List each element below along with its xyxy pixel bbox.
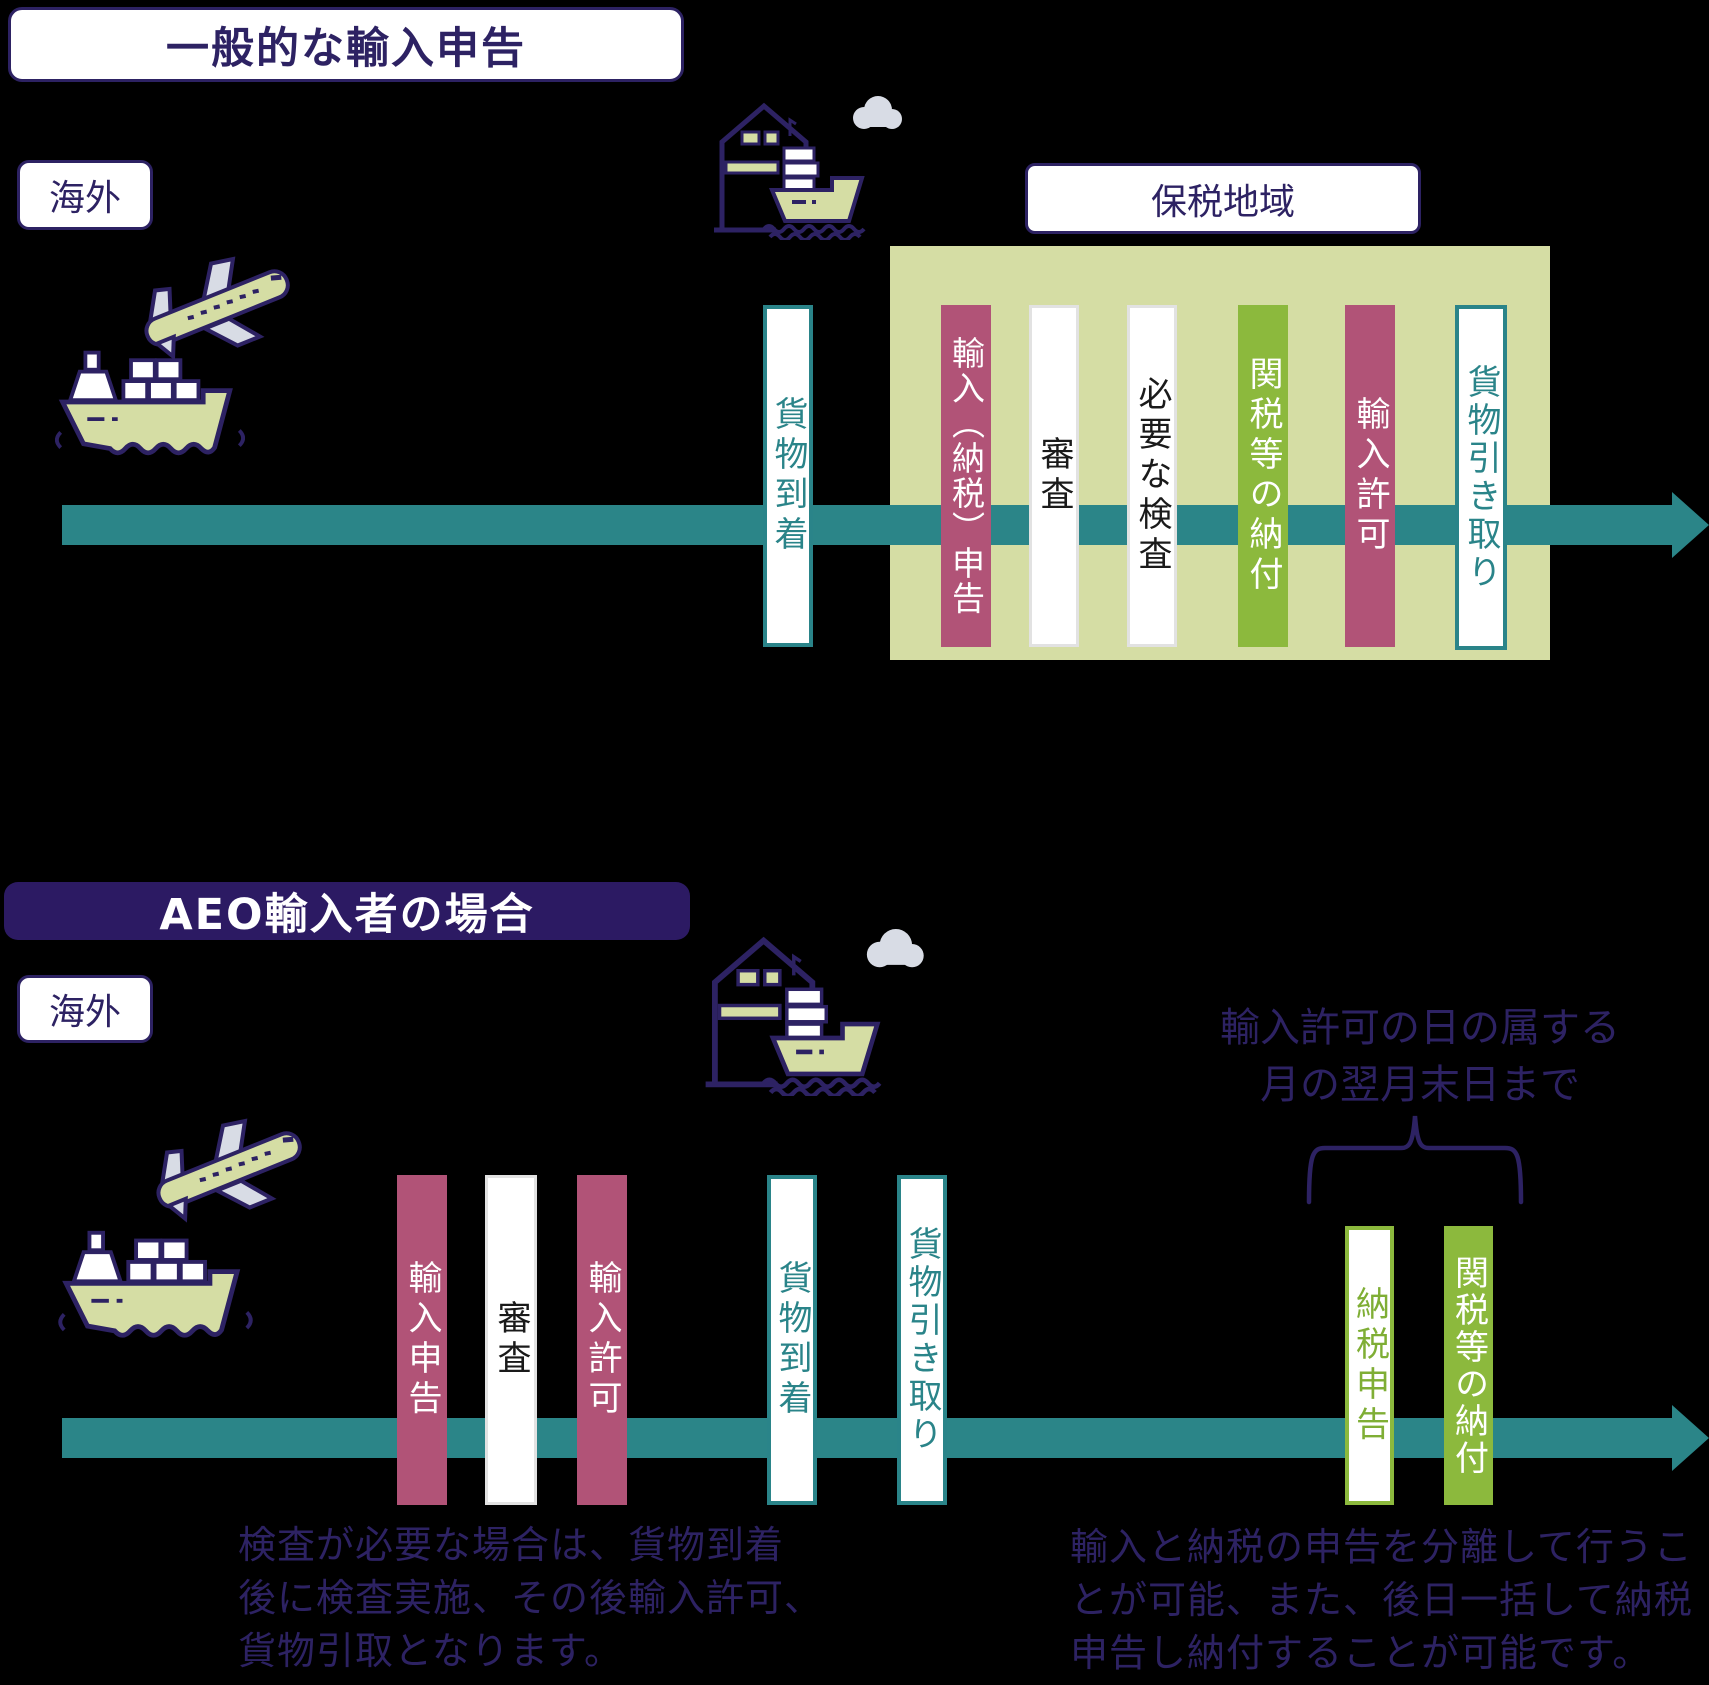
side-waves: [55, 429, 245, 449]
rear-stabilizer: [165, 1195, 188, 1223]
overseas-label: 海外: [48, 178, 121, 219]
crane-hook: [788, 117, 797, 136]
bar-label: 関税等の納付: [1448, 1254, 1489, 1477]
cargo-stack: [782, 146, 820, 193]
aeo-title-box: AEO輸入者の場合: [4, 882, 690, 940]
crane-beam: [724, 160, 780, 175]
bar-examination: 審査: [1029, 305, 1079, 647]
bar-label: 審査: [491, 1300, 531, 1380]
airplane-icon: [144, 256, 290, 361]
side-waves: [58, 1311, 253, 1332]
timeline-arrow-top: [62, 505, 1672, 545]
bar-label: 貨物引き取り: [1461, 363, 1501, 592]
bar-duty-payment: 関税等の納付: [1444, 1226, 1493, 1505]
funnel: [87, 1230, 105, 1253]
bar-cargo-arrival: 貨物到着: [767, 1175, 817, 1505]
cargo-ship-icon: [55, 350, 245, 456]
ship-hull: [768, 176, 865, 223]
windows: [187, 288, 260, 321]
bar-label: 輸入（納税）申告: [946, 336, 986, 616]
windows: [199, 1150, 272, 1183]
bonded-area-zone: [890, 246, 1550, 660]
inspection-footnote: 検査が必要な場合は、貨物到着 後に検査実施、その後輸入許可、 貨物引取となります…: [238, 1519, 823, 1678]
bar-import-tax-declaration: 輸入（納税）申告: [941, 305, 991, 647]
inspection-footnote-line1: 検査が必要な場合は、貨物到着: [238, 1523, 785, 1567]
ship-hull: [769, 1021, 881, 1077]
harbor-warehouse-icon: [714, 96, 902, 240]
crane-hook: [792, 953, 802, 976]
general-declaration-title: 一般的な輸入申告: [166, 23, 526, 74]
separate-declaration-footnote-line2: とが可能、また、後日一括して納税: [1070, 1578, 1693, 1622]
near-wing: [212, 1178, 277, 1210]
inspection-footnote-line3: 貨物引取となります。: [238, 1629, 624, 1673]
bar-label: 関税等の納付: [1243, 356, 1283, 596]
containers: [126, 1238, 207, 1284]
containers: [121, 358, 201, 402]
cockpit-window: [270, 274, 282, 281]
cockpit-window: [282, 1136, 294, 1143]
curly-brace-shape: [1306, 1115, 1524, 1205]
bar-label: 審査: [1034, 436, 1074, 516]
bar-label: 貨物到着: [772, 1260, 812, 1420]
bar-cargo-pickup: 貨物引き取り: [897, 1175, 947, 1505]
overseas-badge-bottom: 海外: [17, 975, 153, 1043]
separate-declaration-footnote-line3: 申告し納付することが可能です。: [1070, 1631, 1652, 1675]
aeo-title: AEO輸入者の場合: [159, 890, 535, 940]
ship-hull: [58, 388, 233, 456]
cloud-icon: [853, 96, 902, 129]
cloud-icon: [866, 928, 924, 968]
warehouse-window: [763, 130, 780, 146]
arrow-head-icon: [1672, 492, 1709, 558]
ship-hull: [62, 1269, 241, 1338]
bridge: [67, 369, 119, 402]
cargo-ship-icon: [58, 1230, 253, 1338]
bar-tax-declaration: 納税申告: [1345, 1226, 1394, 1505]
rear-stabilizer: [153, 333, 176, 361]
bar-label: 納税申告: [1349, 1285, 1390, 1446]
inspection-footnote-line2: 後に検査実施、その後輸入許可、: [238, 1576, 824, 1620]
bar-import-declaration: 輸入申告: [397, 1175, 447, 1505]
bar-label: 貨物到着: [768, 396, 808, 556]
general-declaration-title-box: 一般的な輸入申告: [8, 7, 684, 82]
waves: [761, 1077, 882, 1096]
warehouse-window: [740, 130, 761, 146]
deadline-note: 輸入許可の日の属する 月の翌月末日まで: [1140, 1000, 1700, 1114]
overseas-label: 海外: [48, 992, 121, 1033]
bonded-area-label: 保税地域: [1150, 181, 1295, 223]
bar-cargo-pickup: 貨物引き取り: [1455, 305, 1507, 650]
waves: [762, 224, 866, 240]
bar-label: 貨物引き取り: [902, 1226, 942, 1454]
bar-import-permit: 輸入許可: [1345, 305, 1395, 647]
bonded-area-box: 保税地域: [1025, 163, 1421, 234]
cargo-stack: [785, 987, 828, 1041]
bar-label: 必要な検査: [1132, 376, 1172, 576]
bar-label: 輸入許可: [1350, 396, 1390, 556]
separate-declaration-footnote: 輸入と納税の申告を分離して行うこ とが可能、また、後日一括して納税 申告し納付す…: [1070, 1521, 1693, 1680]
deadline-note-line1: 輸入許可の日の属する: [1220, 1005, 1620, 1051]
warehouse-window: [763, 968, 782, 987]
bar-necessary-inspection: 必要な検査: [1127, 305, 1177, 647]
bar-examination: 審査: [485, 1175, 537, 1505]
bar-duty-payment: 関税等の納付: [1238, 305, 1288, 647]
airplane-icon: [156, 1118, 302, 1223]
overseas-badge-top: 海外: [17, 160, 153, 230]
bar-cargo-arrival: 貨物到着: [763, 305, 813, 647]
timeline-arrow-bottom: [62, 1418, 1672, 1458]
funnel: [83, 350, 101, 372]
arrow-head-icon: [1672, 1405, 1709, 1471]
crane-beam: [717, 1003, 782, 1021]
bar-label: 輸入許可: [582, 1260, 622, 1420]
bar-label: 輸入申告: [402, 1260, 442, 1420]
separate-declaration-footnote-line1: 輸入と納税の申告を分離して行うこ: [1070, 1525, 1693, 1569]
warehouse-window: [736, 968, 760, 987]
bar-import-permit: 輸入許可: [577, 1175, 627, 1505]
near-wing: [200, 316, 265, 348]
harbor-warehouse-icon: [705, 928, 924, 1096]
deadline-note-line2: 月の翌月末日まで: [1260, 1062, 1580, 1108]
bridge: [71, 1250, 124, 1284]
